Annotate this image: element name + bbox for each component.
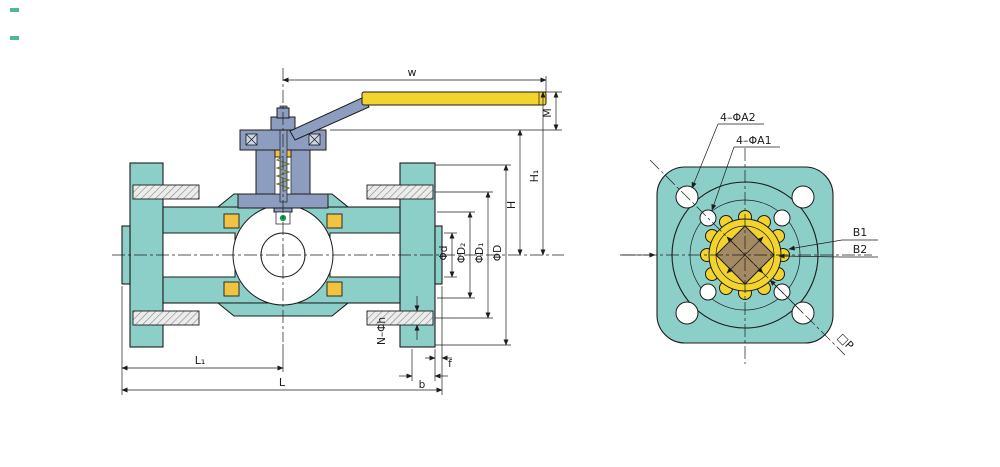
dim-f-label: f	[448, 358, 452, 370]
stem	[279, 105, 288, 203]
handle-assembly	[289, 91, 547, 141]
stud-bolt	[366, 310, 434, 326]
flange-studs	[132, 184, 434, 326]
end-centerlines	[620, 148, 872, 364]
dim-phi-D-label: ΦD	[492, 245, 504, 261]
label-A1: 4–ΦA1	[711, 134, 780, 211]
stud-bolt	[132, 184, 200, 200]
corner-bolt-hole	[675, 301, 699, 325]
dim-H: H	[505, 129, 523, 256]
inner-bolt-hole	[699, 283, 717, 301]
dim-phi-D2-label: ΦD₂	[456, 243, 468, 264]
dim-w: w	[282, 66, 547, 92]
dim-M-label: M	[541, 108, 554, 118]
corner-bolt-hole	[791, 185, 815, 209]
scan-artifact-marks	[10, 8, 19, 40]
dim-L: L	[121, 376, 443, 393]
dim-f: f	[425, 286, 452, 395]
handle-lever	[289, 96, 370, 141]
dim-H1: H₁	[528, 91, 546, 256]
diagonal-centerline	[649, 159, 846, 356]
handle-grip	[361, 91, 547, 106]
dim-L1: L₁	[121, 286, 284, 395]
dim-L1-label: L₁	[195, 354, 206, 367]
dim-phi-d: Φd	[438, 232, 457, 278]
dim-N-phi-h-label: N–Φh	[376, 317, 388, 345]
dim-B1-label: B1	[853, 226, 868, 239]
dim-b: b	[399, 349, 448, 391]
dim-H1-label: H₁	[528, 170, 541, 183]
dim-phi-D2: ΦD₂	[437, 211, 475, 299]
section-dimensions: w M H₁ H Φd	[121, 66, 562, 395]
seat-ring	[326, 281, 343, 297]
dim-w-label: w	[408, 66, 417, 79]
dim-phi-D: ΦD	[435, 164, 511, 346]
body-bottom-shoulder	[216, 302, 350, 317]
dim-N-phi-h: N–Φh	[376, 296, 420, 345]
stud-bolt	[132, 310, 200, 326]
dim-phi-D1: ΦD₁	[435, 191, 493, 319]
inner-bolt-hole	[773, 209, 791, 227]
dim-L-label: L	[279, 376, 286, 389]
stud-bolt	[366, 184, 434, 200]
seat-ring	[326, 213, 343, 229]
seat-ring	[223, 281, 240, 297]
dim-B2: B2	[778, 243, 878, 259]
section-view: w M H₁ H Φd	[112, 66, 564, 395]
label-A2: 4–ΦA2	[691, 111, 764, 189]
dim-b-label: b	[419, 379, 426, 391]
label-A1-text: 4–ΦA1	[736, 134, 772, 147]
end-view: 4–ΦA2 4–ΦA1 B1 B2 □P	[620, 111, 878, 364]
label-A2-text: 4–ΦA2	[720, 111, 756, 124]
dim-B1: B1	[788, 226, 878, 251]
dim-H-label: H	[505, 201, 518, 209]
dim-phi-D1-label: ΦD₁	[474, 243, 486, 264]
dim-B2-label: B2	[853, 243, 868, 256]
dim-phi-d-label: Φd	[438, 246, 450, 261]
dim-P-label: □P	[835, 331, 856, 352]
seat-ring	[223, 213, 240, 229]
